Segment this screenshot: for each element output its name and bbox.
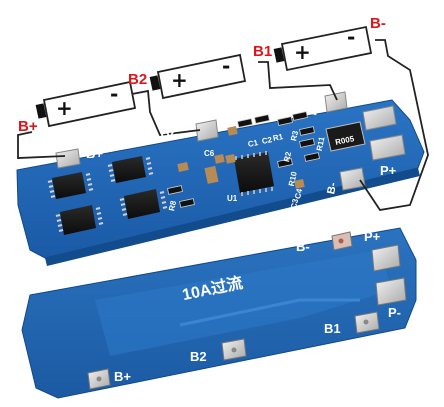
bottom-board xyxy=(21,227,417,399)
battery-cell-2 xyxy=(149,53,247,100)
top-silk-p-minus: P- xyxy=(356,91,369,106)
ic-u1 xyxy=(234,151,274,196)
sense-resistor: R005 xyxy=(325,121,366,152)
mosfet-1 xyxy=(52,172,86,199)
wire-label-b-minus: B- xyxy=(370,15,386,32)
silk-c6: C6 xyxy=(204,149,215,158)
top-board-edge xyxy=(45,168,420,266)
mosfet-3 xyxy=(60,205,96,235)
bottom-trace xyxy=(179,298,360,327)
wire-label-b2: B2 xyxy=(128,71,148,88)
top-silk-b2: B2 xyxy=(158,123,179,142)
bottom-silk-p-minus: P- xyxy=(388,305,401,320)
top-board: R005 xyxy=(16,91,425,266)
silk-u1: U1 xyxy=(227,194,238,203)
mosfet-4 xyxy=(124,189,160,219)
wire-label-b1: B1 xyxy=(253,43,273,60)
battery-cell-3 xyxy=(273,25,373,72)
bottom-pad-holes xyxy=(96,238,369,382)
bottom-pad-p-plus xyxy=(371,244,401,272)
top-silk-b-minus: B- xyxy=(325,181,340,196)
battery-2-minus-sign: - xyxy=(222,54,231,78)
top-silk-p-plus: P+ xyxy=(380,163,397,178)
battery-3-plus-sign: + xyxy=(294,40,311,64)
top-pad-b-minus xyxy=(339,167,366,191)
top-pad-b2 xyxy=(195,119,219,142)
bottom-silk-b-minus: B- xyxy=(296,239,310,254)
bottom-silk-b1: B1 xyxy=(324,321,341,336)
bottom-pad-p-minus xyxy=(375,277,407,306)
wiring xyxy=(17,39,429,211)
battery-cell-1 xyxy=(35,80,137,128)
mosfet-2 xyxy=(112,156,146,183)
mosfet-legs xyxy=(47,157,168,232)
wire-label-b-plus: B+ xyxy=(18,118,38,135)
top-pad-b1 xyxy=(324,91,348,113)
top-silk-b-plus: B+ xyxy=(86,146,103,161)
bottom-silk-p-plus: P+ xyxy=(364,229,381,244)
battery-1-minus-sign: - xyxy=(110,82,119,106)
battery-2-plus-sign: + xyxy=(171,68,188,92)
bottom-copper-pour xyxy=(95,250,392,356)
battery-3-minus-sign: - xyxy=(347,25,356,49)
bottom-silk-b-plus: B+ xyxy=(114,369,131,384)
battery-1-plus-sign: + xyxy=(56,96,73,120)
bottom-silk-b2: B2 xyxy=(190,349,207,364)
top-pad-b-plus xyxy=(55,148,81,169)
top-pad-p-minus xyxy=(362,105,397,131)
top-pad-p-plus xyxy=(369,134,406,161)
resistors xyxy=(167,111,320,208)
sense-resistor-marking: R005 xyxy=(334,134,355,147)
capacitors xyxy=(177,126,305,189)
